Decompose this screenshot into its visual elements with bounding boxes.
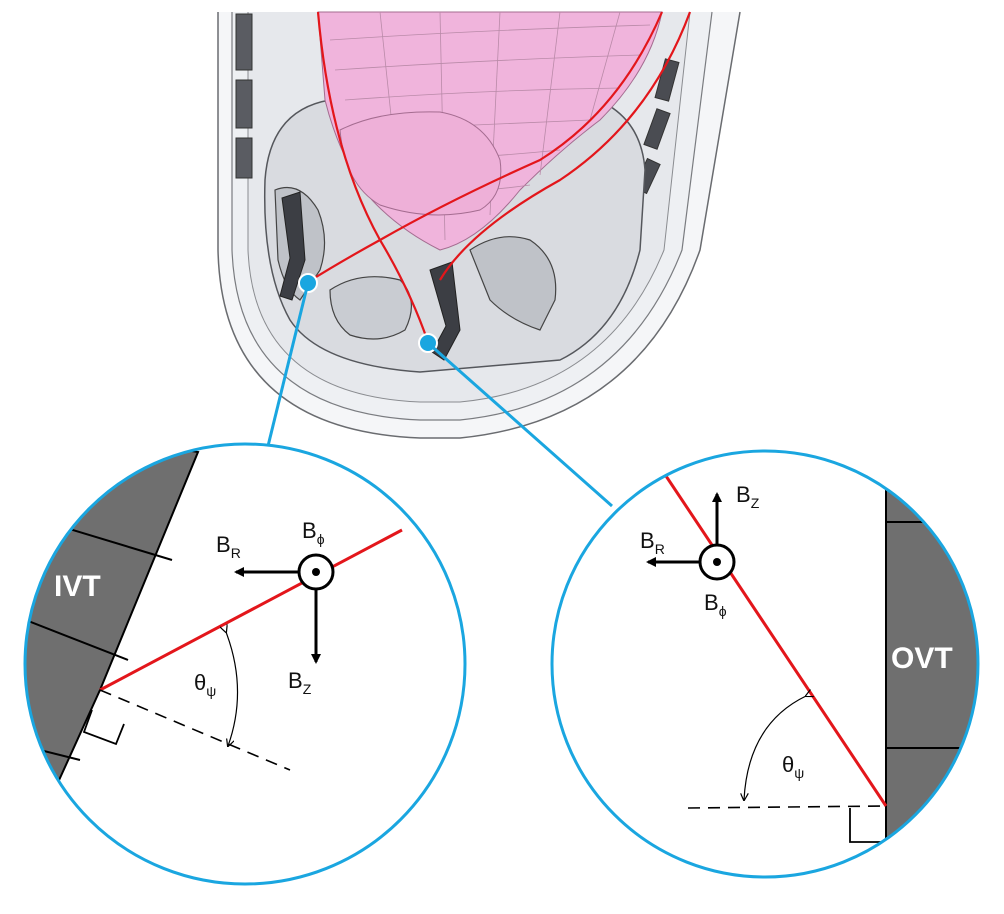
separatrix-lines [307,11,692,343]
ivt-field-line [99,528,403,692]
ovt-label: OVT [891,642,953,675]
ivt-label: IVT [54,570,101,603]
ovt-bz-label: BZ [736,482,760,511]
ivt-angle-label: θψ [194,670,216,699]
ivt-br-label: BR [216,532,241,561]
ivt-bz-label: BZ [288,668,312,697]
ovt-angle-label: θψ [782,752,804,781]
inner-callout-connector [266,282,310,447]
out-of-page-dot-icon [713,558,721,566]
ivt-bphi-label: Bϕ [302,518,325,547]
out-of-page-dot-icon [312,568,320,576]
plasma-lower-bulb [339,111,502,216]
ovt-right-angle-mark [849,808,886,843]
ivt-normal-reference [99,689,291,771]
inner-target-detail: IVT BR Bϕ BZ θψ [23,442,467,886]
ovt-bphi-label: Bϕ [704,590,727,619]
inner-target-plate [279,191,306,301]
ivt-angle-arc [226,632,239,746]
ovt-normal-reference [687,805,887,809]
ovt-br-label: BR [640,528,665,557]
inner-wall-blocks [235,13,253,179]
outer-callout-connector [427,341,613,508]
divertor-cross-section [217,11,741,439]
outer-target-detail: OVT BR BZ Bϕ θψ [550,449,980,879]
ovt-field-line [660,469,888,807]
ovt-angle-arc [744,696,806,800]
ivt-right-angle-mark [82,709,125,746]
divertor-dome [329,276,412,340]
outer-baffle [469,236,557,331]
